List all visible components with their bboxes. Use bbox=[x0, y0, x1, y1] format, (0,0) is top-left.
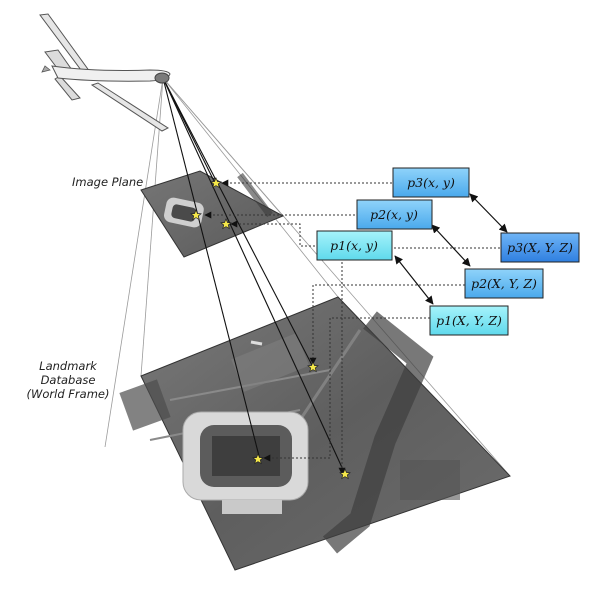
p2-world-label: p2(X, Y, Z) bbox=[471, 276, 537, 291]
box-p3-image: p3(x, y) bbox=[392, 167, 470, 198]
correspondence-arrows bbox=[394, 193, 508, 305]
landmark-label-line2: Database bbox=[41, 373, 96, 387]
box-p2-world: p2(X, Y, Z) bbox=[464, 268, 544, 299]
star-icon bbox=[252, 453, 264, 465]
image-plane bbox=[140, 170, 285, 258]
star-icon bbox=[220, 218, 232, 230]
star-icon bbox=[307, 361, 319, 373]
frustum-lines bbox=[104, 77, 511, 477]
stadium-world bbox=[182, 411, 309, 514]
box-p1-image: p1(x, y) bbox=[316, 230, 393, 261]
box-p1-world: p1(X, Y, Z) bbox=[429, 305, 509, 336]
star-icon bbox=[339, 468, 351, 480]
star-icon bbox=[190, 209, 202, 221]
p1-world-label: p1(X, Y, Z) bbox=[436, 313, 502, 328]
star-icon bbox=[210, 177, 222, 189]
p2-image-label: p2(x, y) bbox=[370, 207, 418, 222]
image-plane-label: Image Plane bbox=[72, 175, 143, 189]
projection-rays bbox=[162, 77, 346, 475]
box-p2-image: p2(x, y) bbox=[356, 199, 433, 230]
landmark-label-line3: (World Frame) bbox=[27, 387, 110, 401]
p3-world-label: p3(X, Y, Z) bbox=[507, 240, 573, 255]
p1-image-label: p1(x, y) bbox=[330, 238, 378, 253]
image-point-leaders bbox=[204, 179, 392, 247]
landmark-database-label: Landmark Database (World Frame) bbox=[27, 359, 110, 401]
world-landmark-stars bbox=[252, 361, 351, 480]
drone-icon bbox=[39, 13, 171, 132]
landmark-label-line1: Landmark bbox=[39, 359, 98, 373]
box-p3-world: p3(X, Y, Z) bbox=[500, 232, 580, 263]
p3-image-label: p3(x, y) bbox=[407, 175, 455, 190]
image-feature-stars bbox=[190, 177, 232, 230]
world-frame-map bbox=[119, 296, 511, 571]
